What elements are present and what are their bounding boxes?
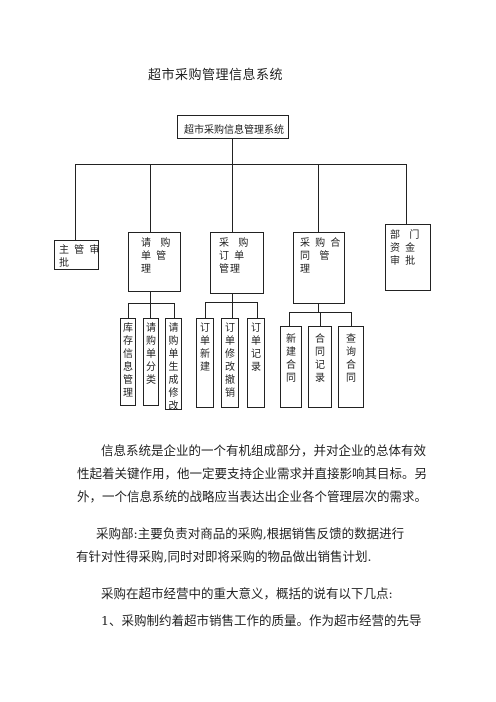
connector bbox=[232, 294, 233, 302]
node-contract-records: 合 同 记 录 bbox=[308, 326, 332, 408]
node-label: 查 询 合 同 bbox=[346, 334, 356, 384]
paragraph-line: 1、采购制约着超市销售工作的质量。作为超市经营的先导 bbox=[101, 613, 422, 628]
node-label: 采 购 合 同 管 理 bbox=[300, 238, 342, 275]
connector bbox=[75, 164, 76, 240]
node-purchase-contract-management: 采 购 合 同 管 理 bbox=[293, 232, 345, 304]
node-label: 库 存 信 息 管 理 bbox=[123, 323, 133, 399]
paragraph-line: 有针对性得采购,同时对即将采购的物品做出销售计划. bbox=[76, 549, 372, 564]
connector bbox=[351, 312, 352, 326]
connector bbox=[320, 312, 321, 326]
node-requisition-generate-modify: 请 购 单 生 成 修 改 bbox=[165, 318, 182, 412]
connector bbox=[205, 302, 257, 303]
node-label: 请 购 单 管 理 bbox=[141, 238, 172, 275]
connector bbox=[128, 303, 174, 304]
paragraph-line: 外，一个信息系统的战略应当表达出企业各个管理层次的需求。 bbox=[77, 489, 428, 504]
connector bbox=[318, 304, 319, 312]
node-order-records: 订 单 记 录 bbox=[247, 318, 265, 408]
connector bbox=[318, 164, 319, 232]
node-label: 合 同 记 录 bbox=[315, 334, 325, 384]
node-contract-query: 查 询 合 同 bbox=[338, 326, 364, 408]
paragraph-line: 信息系统是企业的一个有机组成部分，并对企业的总体有效 bbox=[101, 443, 427, 458]
connector bbox=[128, 303, 129, 318]
node-department-fund-approval: 部 门 资 金 审 批 bbox=[385, 224, 431, 291]
node-label: 订 单 新 建 bbox=[200, 323, 210, 373]
node-label: 主 管 审 批 bbox=[59, 245, 101, 269]
node-label: 请 购 单 生 成 修 改 bbox=[168, 323, 179, 412]
node-inventory-info-management: 库 存 信 息 管 理 bbox=[120, 318, 136, 406]
connector bbox=[232, 164, 233, 232]
node-purchase-order-management: 采 购 订 单 管理 bbox=[210, 232, 264, 294]
node-label: 请 购 单 分 类 bbox=[146, 323, 156, 386]
connector bbox=[75, 164, 406, 165]
node-requisition-management: 请 购 单 管 理 bbox=[128, 232, 181, 292]
connector bbox=[232, 302, 233, 318]
root-label: 超市采购信息管理系统 bbox=[184, 125, 284, 136]
connector bbox=[150, 164, 151, 232]
node-label: 新 建 合 同 bbox=[286, 334, 296, 384]
node-requisition-classification: 请 购 单 分 类 bbox=[143, 318, 159, 406]
node-supervisor-approval: 主 管 审 批 bbox=[54, 240, 99, 270]
node-label: 订 单 修 改 撤 销 bbox=[225, 323, 235, 399]
connector bbox=[232, 139, 233, 164]
paragraph-line: 采购在超市经营中的重大意义，概括的说有以下几点: bbox=[101, 586, 393, 601]
connector bbox=[150, 303, 151, 318]
node-order-modify-cancel: 订 单 修 改 撤 销 bbox=[221, 318, 239, 408]
connector bbox=[406, 164, 407, 224]
node-label: 部 门 资 金 审 批 bbox=[390, 230, 421, 267]
connector bbox=[257, 302, 258, 318]
node-contract-create: 新 建 合 同 bbox=[280, 326, 302, 408]
document-title: 超市采购管理信息系统 bbox=[148, 68, 284, 83]
node-label: 订 单 记 录 bbox=[251, 323, 261, 373]
paragraph-line: 采购部:主要负责对商品的采购,根据销售反馈的数据进行 bbox=[96, 526, 405, 541]
paragraph-line: 性起着关键作用，他一定要支持企业需求并直接影响其目标。另 bbox=[77, 466, 428, 481]
node-label: 采 购 订 单 管理 bbox=[219, 238, 250, 275]
connector bbox=[205, 302, 206, 318]
root-box: 超市采购信息管理系统 bbox=[177, 115, 289, 139]
connector bbox=[289, 312, 290, 326]
node-order-create: 订 单 新 建 bbox=[196, 318, 214, 408]
connector bbox=[150, 292, 151, 303]
connector bbox=[174, 303, 175, 318]
